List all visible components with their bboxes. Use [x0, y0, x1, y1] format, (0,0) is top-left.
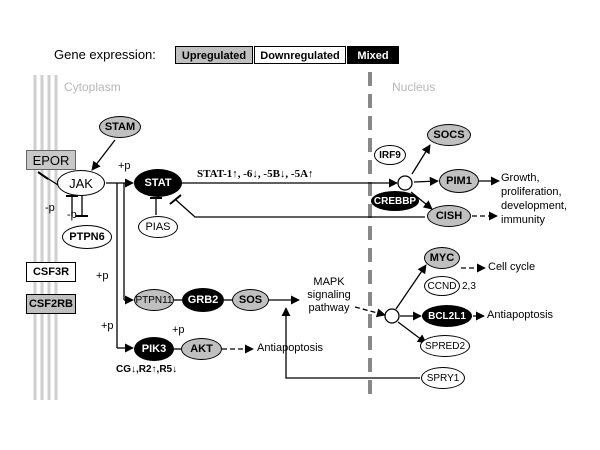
node-crebbp: CREBBP [371, 191, 419, 211]
node-ptpn6: PTPN6 [62, 225, 112, 249]
node-bcl2l1: BCL2L1 [422, 305, 472, 327]
node-ptpn11: PTPN11 [134, 289, 174, 311]
node-socs: SOCS [427, 124, 471, 146]
label-growth-line1: Growth, [501, 172, 540, 184]
cell-membrane [33, 75, 58, 400]
label-p-ptpn11: +p [96, 270, 109, 282]
nucleus-hub-1 [397, 175, 413, 191]
label-p-pik3: +p [101, 320, 114, 332]
node-sos: SOS [232, 289, 269, 311]
node-pias: PIAS [138, 216, 178, 238]
nucleus-hub-2 [384, 308, 400, 324]
label-stat-changes: STAT-1↑, -6↓, -5B↓, -5A↑ [197, 168, 314, 180]
node-grb2: GRB2 [182, 288, 224, 312]
label-growth-line3: development, [501, 200, 568, 212]
edge-hub-socs [411, 144, 431, 175]
node-pik3: PIK3 [134, 337, 174, 361]
label-mapk-line2: signaling [307, 289, 351, 301]
edge-spry1-feedback [281, 307, 420, 379]
node-spry1: SPRY1 [421, 367, 465, 389]
label-antiapoptosis-akt: Antiapoptosis [257, 342, 324, 354]
label-ccnd-sub: 2,3 [462, 281, 476, 292]
node-jak: JAK [57, 170, 105, 196]
node-spred2: SPRED2 [420, 335, 470, 357]
edge-stam-jak [91, 139, 116, 171]
label-p-minus-1: -p [45, 202, 55, 214]
edge-hub-pim1 [413, 176, 439, 186]
node-cish: CISH [427, 205, 471, 227]
legend-title: Gene expression: [54, 47, 156, 62]
edge-mapk-hub2 [354, 306, 386, 318]
label-pik3-changes: CG↓,R2↑,R5↓ [116, 364, 178, 375]
node-pim1: PIM1 [439, 169, 479, 193]
node-akt: AKT [181, 338, 222, 360]
label-p-jak-stat: +p [118, 160, 131, 172]
label-growth-line2: proliferation, [501, 186, 562, 198]
node-irf9: IRF9 [374, 145, 406, 165]
node-stam: STAM [99, 116, 141, 138]
node-myc: MYC [424, 247, 460, 269]
label-growth-line4: immunity [501, 214, 546, 226]
label-antiapoptosis-bcl2l1: Antiapoptosis [487, 309, 554, 321]
label-mapk-line3: pathway [308, 302, 350, 314]
label-p-akt: +p [172, 324, 185, 336]
region-nucleus: Nucleus [392, 80, 436, 94]
region-cytoplasm: Cytoplasm [64, 80, 121, 94]
receptor-csf2rb: CSF2RB [26, 294, 76, 314]
label-mapk: MAPK signaling pathway [300, 276, 358, 315]
label-cell-cycle: Cell cycle [488, 261, 536, 273]
label-mapk-line1: MAPK [313, 276, 345, 288]
node-ccnd: CCND [424, 276, 460, 296]
legend-upregulated: Upregulated [175, 46, 253, 64]
legend-mixed: Mixed [347, 46, 399, 64]
edge-cish-inhibit-stat [175, 199, 425, 218]
edge-hub2-spred2 [397, 321, 427, 344]
edge-hub2-myc [395, 264, 427, 310]
receptor-csf3r: CSF3R [26, 262, 76, 282]
label-p-minus-2: -p [67, 209, 77, 221]
receptor-epor: EPOR [26, 150, 76, 170]
legend-downregulated: Downregulated [254, 46, 346, 64]
label-growth: Growth, proliferation, development, immu… [501, 171, 567, 227]
node-stat: STAT [134, 169, 182, 197]
